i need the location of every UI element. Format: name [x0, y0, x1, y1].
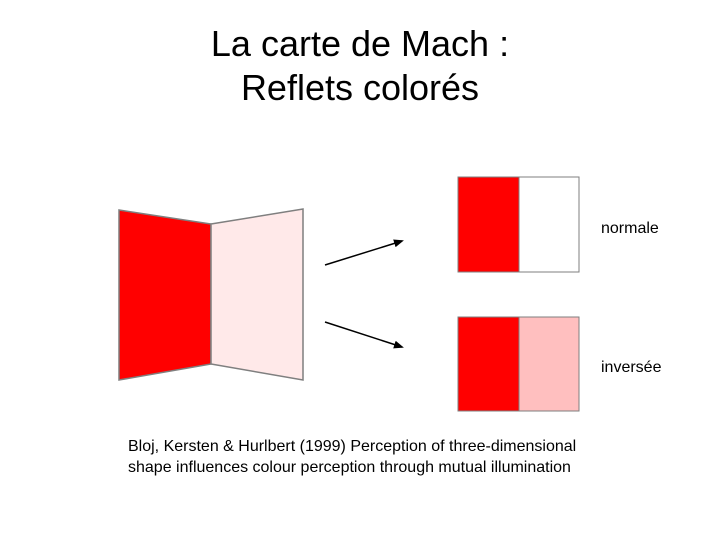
arrow-to-normal — [325, 241, 402, 265]
normal-swatch-red — [458, 177, 519, 272]
label-inverted: inversée — [601, 359, 661, 377]
label-normal: normale — [601, 220, 659, 238]
inverted-swatch-red — [458, 317, 519, 411]
normal-swatch-white — [519, 177, 579, 272]
mach-card-white-panel — [211, 209, 303, 380]
mach-card-red-panel — [119, 210, 211, 380]
inverted-swatch-pink — [519, 317, 579, 411]
citation-text: Bloj, Kersten & Hurlbert (1999) Percepti… — [128, 436, 588, 478]
arrow-to-inverted — [325, 322, 402, 347]
